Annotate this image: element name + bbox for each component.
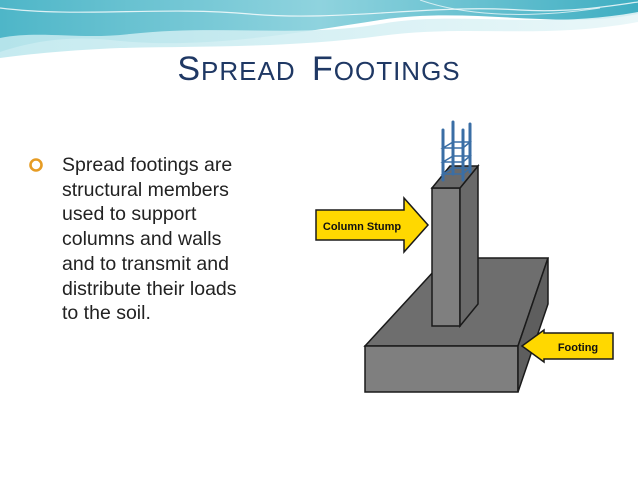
slide-title: SPREAD FOOTINGS	[0, 50, 638, 89]
column-side-face	[459, 163, 479, 329]
column-stump-label: Column Stump	[315, 196, 430, 254]
column-stump-label-text: Column Stump	[323, 221, 401, 233]
header-wave-decoration	[0, 0, 638, 58]
footing-label-text: Footing	[558, 342, 598, 354]
footing-label: Footing	[520, 328, 614, 364]
footing-front-face	[364, 345, 519, 393]
column-front-face	[431, 187, 461, 327]
footing-side-face	[517, 257, 549, 393]
spread-footing-diagram: Column Stump Footing	[308, 108, 616, 404]
bullet-ring-icon	[29, 158, 43, 172]
title-word-1: SPREAD	[177, 50, 296, 88]
rebar-ties	[440, 141, 473, 175]
title-word-2: FOOTINGS	[311, 50, 461, 88]
